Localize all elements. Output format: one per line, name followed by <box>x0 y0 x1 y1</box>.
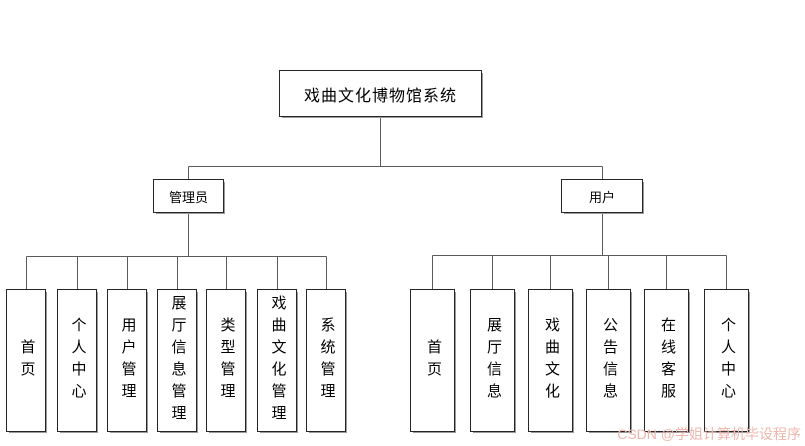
node-admin-opera-culture-management-label: 戏曲文化管理 <box>269 294 286 427</box>
node-user-home-label: 首页 <box>425 338 441 383</box>
node-admin-personal-center-label: 个人中心 <box>69 316 86 405</box>
node-admin-home: 首页 <box>6 289 46 432</box>
node-user-online-service-label: 在线客服 <box>659 316 675 405</box>
node-admin-personal-center: 个人中心 <box>57 289 97 432</box>
node-admin-user-management: 用户管理 <box>107 289 147 432</box>
node-admin-system-management-label: 系统管理 <box>318 316 335 405</box>
node-user-personal-center-label: 个人中心 <box>719 316 735 405</box>
node-user-label: 用户 <box>588 189 615 205</box>
node-user-online-service: 在线客服 <box>644 289 689 432</box>
node-user-hall-info: 展厅信息 <box>470 289 515 432</box>
node-admin: 管理员 <box>153 179 224 213</box>
node-user-opera-culture-label: 戏曲文化 <box>543 316 559 405</box>
node-admin-hall-info-management: 展厅信息管理 <box>157 289 197 432</box>
node-admin-user-management-label: 用户管理 <box>119 316 136 405</box>
node-admin-home-label: 首页 <box>18 338 35 383</box>
node-user: 用户 <box>561 179 643 213</box>
node-admin-type-management-label: 类型管理 <box>218 316 235 405</box>
node-root: 戏曲文化博物馆系统 <box>279 70 482 117</box>
node-user-opera-culture: 戏曲文化 <box>528 289 573 432</box>
node-user-announcement-info-label: 公告信息 <box>601 316 617 405</box>
node-user-hall-info-label: 展厅信息 <box>485 316 501 405</box>
node-admin-hall-info-management-label: 展厅信息管理 <box>169 294 186 427</box>
node-admin-label: 管理员 <box>168 189 208 205</box>
node-user-announcement-info: 公告信息 <box>586 289 631 432</box>
node-admin-type-management: 类型管理 <box>206 289 246 432</box>
node-admin-system-management: 系统管理 <box>306 289 346 432</box>
node-root-label: 戏曲文化博物馆系统 <box>303 87 457 105</box>
node-admin-opera-culture-management: 戏曲文化管理 <box>257 289 297 432</box>
node-user-home: 首页 <box>410 289 455 432</box>
node-user-personal-center: 个人中心 <box>704 289 749 432</box>
watermark: CSDN @学姐计算机毕设程序 <box>617 426 801 442</box>
